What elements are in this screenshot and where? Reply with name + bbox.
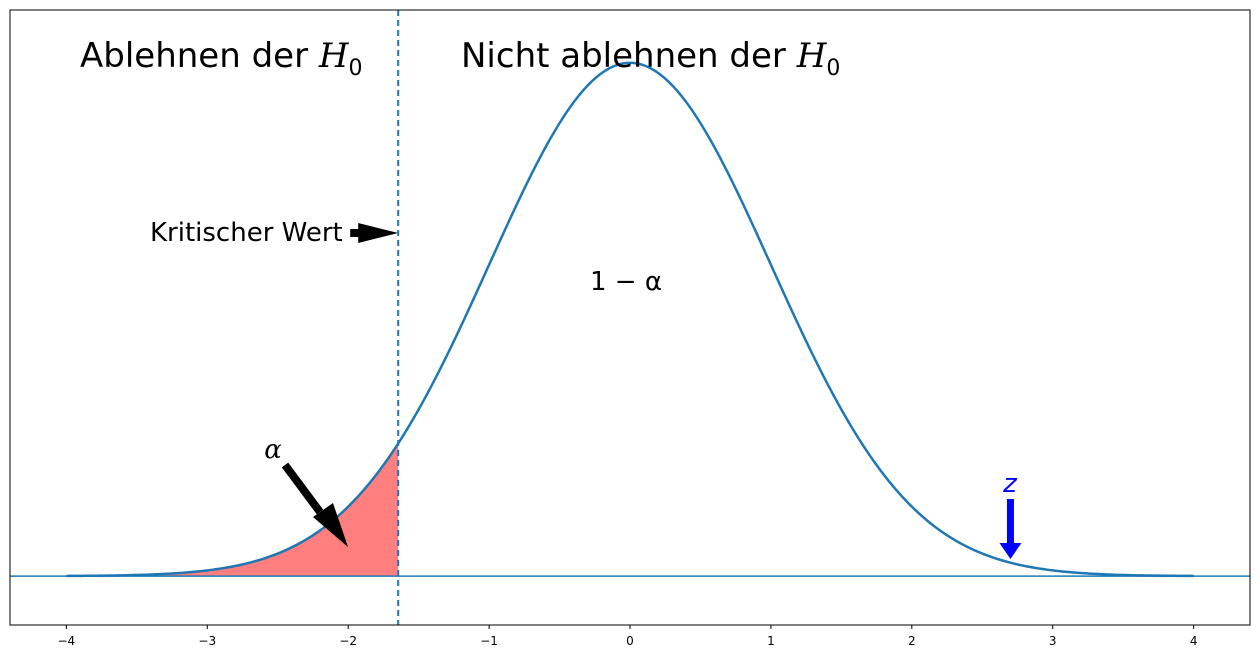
x-tick-label: −2	[339, 634, 357, 648]
x-tick-label: −4	[58, 634, 76, 648]
plot-frame	[9, 9, 1251, 626]
critical-value-arrow	[350, 223, 399, 243]
z-arrow-shaft	[1006, 499, 1014, 543]
z-label: z	[1002, 469, 1018, 499]
x-tick-label: 2	[908, 634, 916, 648]
rejection-region-fill	[66, 443, 399, 577]
alpha-arrow-shaft	[281, 462, 324, 515]
z-arrow-head	[999, 543, 1022, 559]
critical-value-label: Kritischer Wert	[150, 218, 343, 248]
alpha-label: α	[264, 435, 282, 465]
x-tick-label: −1	[480, 634, 498, 648]
x-tick-label: 1	[767, 634, 775, 648]
alpha-arrow-head	[313, 503, 348, 547]
not-reject-region-label: Nicht ablehnen der H0	[461, 36, 840, 81]
x-tick-label: −3	[198, 634, 216, 648]
one-minus-alpha-label: 1 − α	[590, 267, 662, 297]
x-tick-label: 0	[626, 634, 634, 648]
density-curve	[66, 61, 1194, 578]
x-tick-label: 4	[1190, 634, 1198, 648]
x-tick-label: 3	[1049, 634, 1057, 648]
reject-region-label: Ablehnen der H0	[80, 36, 363, 81]
